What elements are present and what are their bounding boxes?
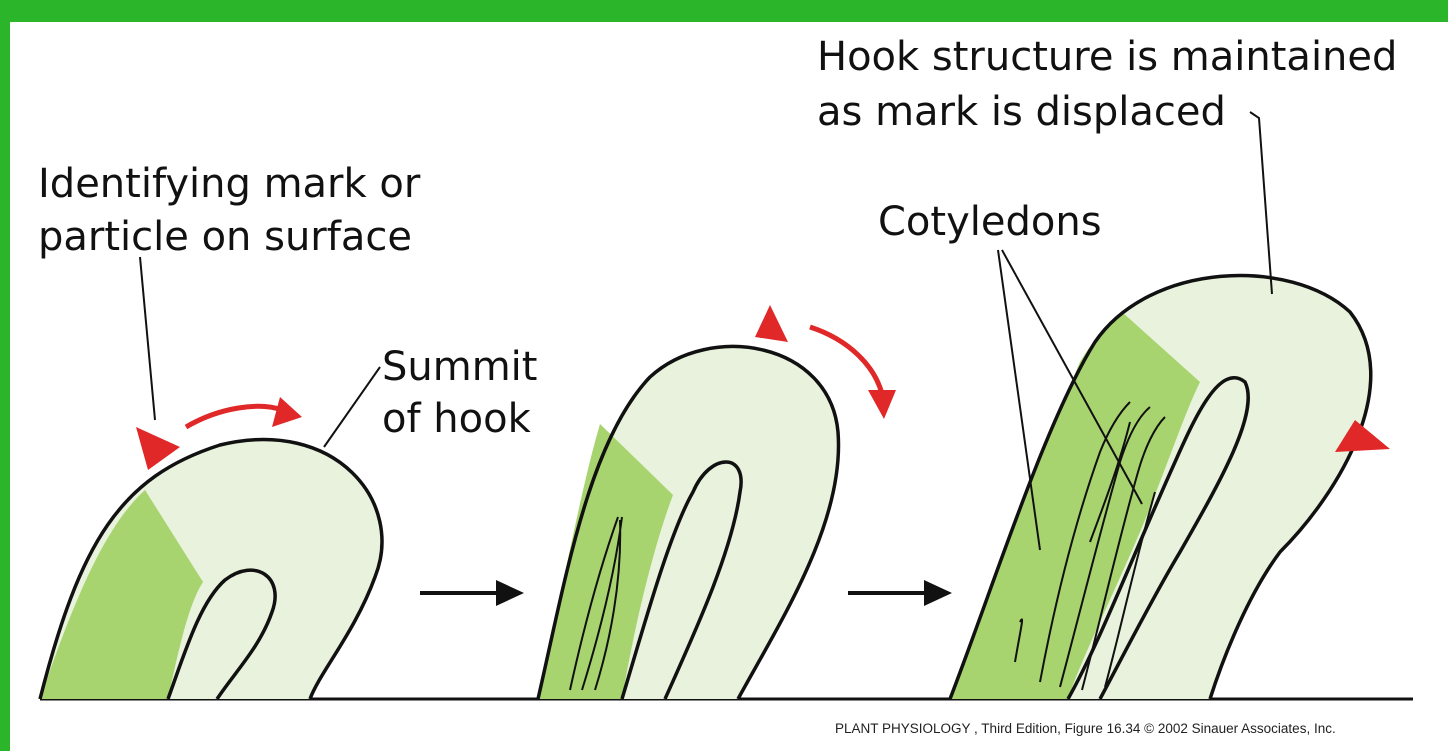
progression-arrow-1 (420, 580, 524, 606)
hook-stage-3 (950, 276, 1390, 699)
apical-hook-diagram (10, 22, 1448, 751)
label-cotyledons: Cotyledons (878, 197, 1102, 247)
leader-summit (324, 367, 380, 447)
progression-arrow-2 (848, 580, 952, 606)
hook-stage-2 (538, 305, 839, 699)
leader-hook-structure (1250, 112, 1272, 294)
label-hook-structure-line2: as mark is displaced (817, 87, 1226, 137)
label-summit-line2: of hook (382, 394, 531, 444)
label-identifying-mark-line2: particle on surface (38, 212, 412, 262)
label-hook-structure-line1: Hook structure is maintained (817, 32, 1397, 82)
hook-stage-1 (40, 427, 382, 699)
motion-arrow-1 (186, 397, 302, 427)
figure-frame: Hook structure is maintained as mark is … (10, 22, 1448, 751)
figure-caption: PLANT PHYSIOLOGY , Third Edition, Figure… (835, 721, 1336, 736)
leader-identifying-mark (140, 257, 155, 420)
label-identifying-mark-line1: Identifying mark or (38, 159, 420, 209)
leader-cotyledon-1 (998, 250, 1040, 550)
mark-2 (755, 305, 788, 342)
label-summit-line1: Summit (382, 342, 537, 392)
